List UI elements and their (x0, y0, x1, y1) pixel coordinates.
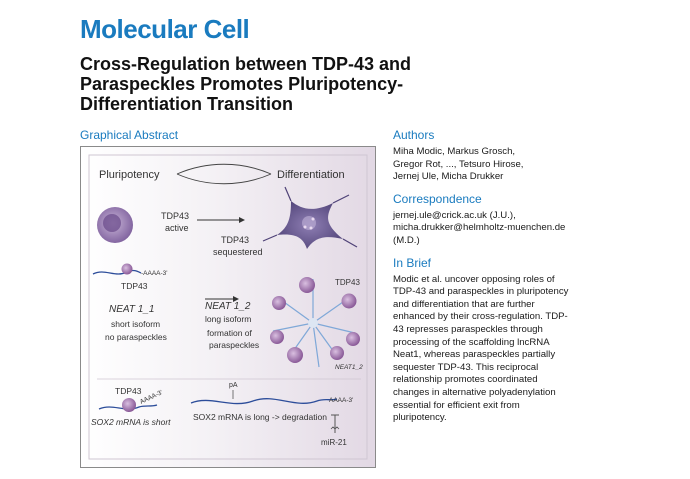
correspondence-line-3: (M.D.) (393, 234, 420, 246)
mirna-icon (330, 414, 340, 433)
tdp43-sequestered-label-2: sequestered (213, 247, 263, 257)
polya-long-label: AAAA-3' (329, 397, 353, 404)
paraspeckle-cluster-icon (270, 277, 360, 368)
correspondence-heading: Correspondence (393, 191, 482, 206)
in-brief-line: essential for efficient exit from (393, 399, 520, 411)
in-brief-line: TDP-43 and paraspeckles in pluripotency (393, 286, 569, 298)
authors-list: Miha Modic, Markus Grosch, Gregor Rot, .… (393, 146, 603, 184)
authors-heading: Authors (393, 128, 435, 142)
neat1-1-label: NEAT 1_1 (109, 304, 154, 315)
in-brief-line: relationship promotes coordinated (393, 374, 538, 386)
in-brief-line: enhanced by their cross-regulation. TDP- (393, 311, 568, 323)
in-brief-line: and differentiation that are further (393, 298, 535, 310)
tdp43-protein-dot (121, 263, 133, 275)
in-brief-line: 43 represses paraspeckles through (393, 323, 543, 335)
authors-line-2: Gregor Rot, ..., Tetsuro Hirose, (393, 158, 524, 170)
no-paraspeckles-label: no paraspeckles (105, 332, 167, 342)
in-brief-text: Modic et al. uncover opposing roles of T… (393, 274, 603, 425)
correspondence-section: Correspondence jernej.ule@crick.ac.uk (J… (393, 192, 603, 248)
formation-of-label: formation of (207, 328, 253, 338)
neuron-icon (262, 186, 358, 249)
sox2-long-label: SOX2 mRNA is long -> degradation (193, 412, 327, 422)
tdp43-sox2-dot (122, 398, 136, 412)
figure-background (81, 147, 375, 467)
mir21-label: miR-21 (321, 438, 347, 447)
in-brief-line: sequester TDP-43. This reciprocal (393, 361, 539, 373)
sox2-short-label: SOX2 mRNA is short (91, 417, 171, 427)
arrow-head-icon-2 (233, 296, 239, 302)
authors-section: Authors Miha Modic, Markus Grosch, Grego… (393, 128, 603, 184)
in-brief-line: Neat1, whereas paraspeckles partially (393, 349, 556, 361)
arrow-head-icon (239, 217, 245, 223)
tdp43-label: TDP43 (121, 281, 148, 291)
graphical-abstract-svg: Pluripotency Differentiation TDP43 activ… (81, 147, 375, 467)
graphical-abstract-figure: Pluripotency Differentiation TDP43 activ… (80, 146, 376, 468)
sox2-short-transcript (98, 404, 158, 410)
graphical-abstract-heading: Graphical Abstract (80, 128, 179, 142)
journal-name: Molecular Cell (80, 14, 250, 44)
paraspeckles-label: paraspeckles (209, 340, 259, 350)
tdp43-sox2-label: TDP43 (115, 386, 142, 396)
email-drukker[interactable]: micha.drukker@helmholtz-muenchen.de (393, 222, 566, 234)
authors-line-1: Miha Modic, Markus Grosch, (393, 146, 516, 157)
in-brief-heading: In Brief (393, 255, 432, 270)
in-brief-line: changes in alternative polyadenylation (393, 386, 556, 398)
short-isoform-label: short isoform (111, 319, 160, 329)
tdp43-paraspeckle-label: TDP43 (335, 278, 360, 287)
in-brief-line: Modic et al. uncover opposing roles of (393, 273, 555, 285)
stem-cell-icon (97, 207, 133, 243)
sox2-long-transcript (190, 398, 338, 405)
polya-short-label: -AAAA-3' (141, 270, 168, 277)
authors-line-3: Jernej Ule, Micha Drukker (393, 171, 504, 183)
in-brief-section: In Brief Modic et al. uncover opposing r… (393, 256, 603, 425)
in-brief-line: pluripotency. (393, 412, 447, 424)
transition-arc-bottom (176, 173, 272, 185)
tdp43-active-label-1: TDP43 (161, 211, 189, 221)
in-brief-line: processing of the scaffolding lncRNA (393, 336, 550, 348)
neat1-2-small-label: NEAT1_2 (335, 364, 363, 371)
tdp43-active-label-2: active (165, 223, 189, 233)
transition-arc-top (176, 163, 272, 175)
pluripotency-label: Pluripotency (99, 169, 160, 181)
email-ule[interactable]: jernej.ule@crick.ac.uk (J.U.), (393, 209, 516, 221)
tdp43-sequestered-label-1: TDP43 (221, 235, 249, 245)
neat1-2-label: NEAT 1_2 (205, 301, 251, 312)
correspondence-text: jernej.ule@crick.ac.uk (J.U.), micha.dru… (393, 210, 603, 248)
long-isoform-label: long isoform (205, 314, 251, 324)
sidebar: Authors Miha Modic, Markus Grosch, Grego… (393, 128, 603, 433)
article-title: Cross-Regulation between TDP-43 and Para… (80, 54, 412, 114)
pa-label: pA (229, 382, 238, 389)
differentiation-label: Differentiation (277, 169, 345, 181)
inner-frame (88, 154, 368, 460)
